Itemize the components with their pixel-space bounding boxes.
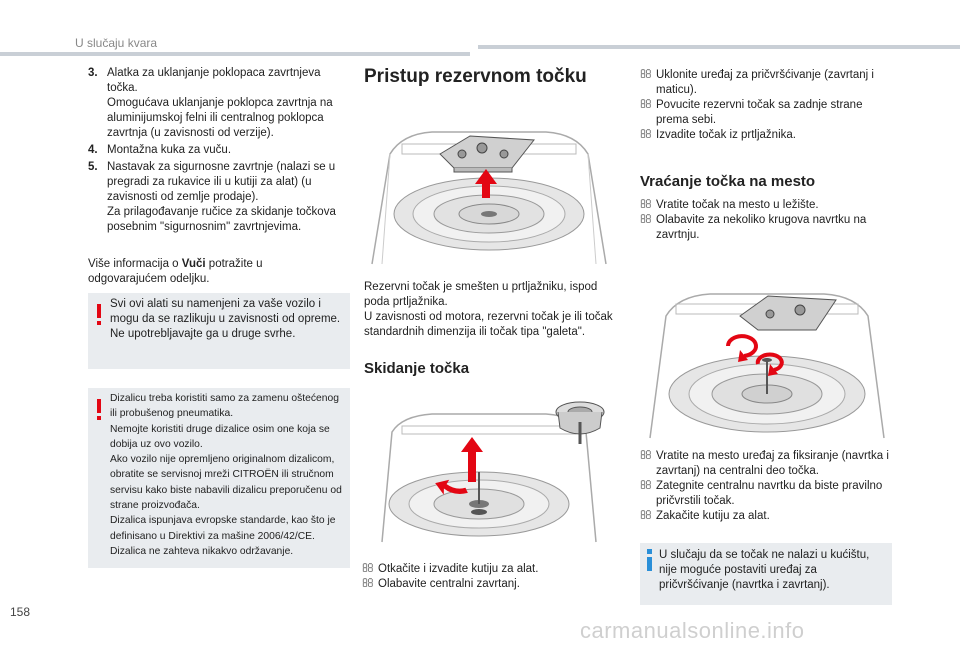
warning-box-jack: Dizalicu treba koristiti samo za zamenu …: [88, 388, 350, 568]
spare-wheel-description: Rezervni točak je smešten u prtljažniku,…: [364, 281, 613, 338]
towing-link-text: Vuči: [181, 258, 206, 270]
list-item: Olabavite centralni zavrtanj.: [362, 577, 618, 592]
list-item: Otkačite i izvadite kutiju za alat.: [362, 562, 618, 577]
header-rule-right: [478, 45, 960, 49]
more-info-text: Više informacija o Vuči potražite u odgo…: [88, 258, 263, 285]
list-item: 3. Alatka za uklanjanje poklopaca zavrtn…: [88, 67, 333, 139]
return-steps: Vratite točak na mesto u ležište. Olab…: [640, 198, 892, 243]
list-item: Vratite točak na mesto u ležište.: [640, 198, 892, 213]
warning-exclamation-icon: [97, 399, 101, 420]
section-title-return: Vraćanje točka na mesto: [640, 173, 816, 190]
bullet-icon: : [640, 68, 651, 83]
bullet-icon: : [640, 213, 651, 228]
return-steps-continued: Vratite na mesto uređaj za fiksiranje (…: [640, 449, 892, 524]
bullet-icon: : [362, 562, 373, 577]
wheel-refit-illustration: [640, 286, 894, 442]
bullet-icon: : [640, 128, 651, 143]
list-item: Olabavite za nekoliko krugova navrtku n…: [640, 213, 892, 243]
warning-box-tools: Svi ovi alati su namenjeni za vaše vozil…: [88, 293, 350, 369]
bullet-icon: : [640, 198, 651, 213]
wheel-removal-illustration: [362, 392, 616, 548]
tools-list: 3. Alatka za uklanjanje poklopaca zavrtn…: [88, 66, 344, 237]
warning-exclamation-icon: [97, 304, 101, 325]
list-item: Vratite na mesto uređaj za fiksiranje (…: [640, 449, 892, 479]
header-rule-left: [0, 52, 470, 56]
list-item: 4. Montažna kuka za vuču.: [88, 144, 232, 156]
list-item: 5. Nastavak za sigurnosne zavrtnje (nala…: [88, 161, 336, 233]
bullet-icon: : [640, 509, 651, 524]
watermark: carmanualsonline.info: [580, 618, 805, 643]
bullet-icon: : [640, 449, 651, 464]
list-item: Povucite rezervni točak sa zadnje stran…: [640, 98, 892, 128]
section-title-removal: Skidanje točka: [364, 360, 470, 377]
bullet-icon: : [640, 479, 651, 494]
list-item: Izvadite točak iz prtljažnika.: [640, 128, 892, 143]
spare-wheel-trunk-illustration: [362, 114, 616, 268]
page-number: 158: [10, 605, 31, 619]
section-header: U slučaju kvara: [75, 36, 158, 50]
list-item: Zategnite centralnu navrtku da biste pr…: [640, 479, 892, 509]
removal-steps: Otkačite i izvadite kutiju za alat. Ol…: [362, 562, 618, 592]
info-box: U slučaju da se točak ne nalazi u kućišt…: [640, 543, 892, 605]
page-title: Pristup rezervnom točku: [364, 66, 587, 87]
info-icon: [647, 549, 652, 571]
bullet-icon: : [640, 98, 651, 113]
list-item: Uklonite uređaj za pričvršćivanje (zavr…: [640, 68, 892, 98]
removal-steps-continued: Uklonite uređaj za pričvršćivanje (zavr…: [640, 68, 892, 143]
bullet-icon: : [362, 577, 373, 592]
list-item: Zakačite kutiju za alat.: [640, 509, 892, 524]
